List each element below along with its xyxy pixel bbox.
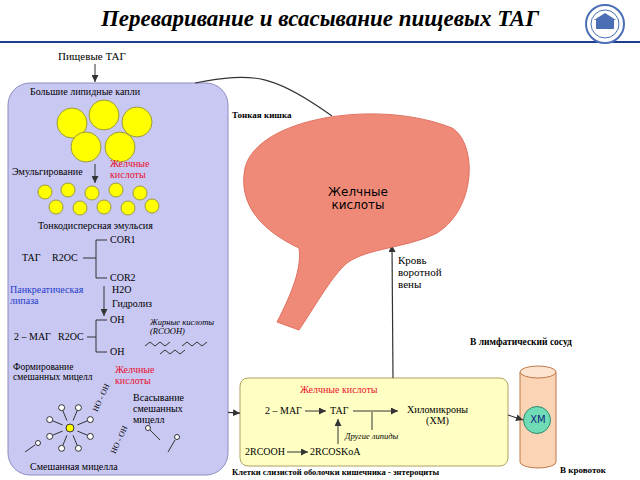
enterocyte-box — [240, 378, 508, 466]
circle-label: ХМ — [524, 414, 552, 425]
process-label: Эмульгирование — [12, 166, 83, 177]
formula-text: 2 – МАГ — [14, 331, 51, 342]
substance-label: Хиломикроны (ХМ) — [400, 404, 475, 426]
process-label: Всасывание смешанных мицелл — [133, 392, 213, 425]
fatty-acids — [145, 342, 207, 354]
enzyme-label: Панкреатическая липаза — [10, 284, 102, 306]
group-label: HO - OH — [92, 383, 113, 414]
lymph-vessel — [520, 366, 556, 468]
organ-outline — [244, 114, 470, 330]
free-micelle-lipids — [25, 426, 180, 453]
organ-name: Тонкая кишка — [232, 111, 291, 121]
lipid-drops — [57, 100, 152, 162]
organ-outline — [237, 98, 472, 333]
input-label: Пищевые ТАГ — [58, 50, 126, 62]
logo — [586, 5, 624, 43]
connector — [228, 412, 240, 414]
formula-text: OH — [110, 346, 124, 357]
title-rule — [0, 41, 640, 43]
formula-text: 2RCOOH — [245, 446, 285, 457]
formula-text: H2O — [112, 284, 131, 295]
process-label: Гидролиз — [112, 298, 152, 309]
organ-label: Желчные кислоты — [322, 186, 394, 212]
arrow — [104, 286, 105, 316]
chylomicron-circle: ХМ — [523, 406, 551, 434]
title: Переваривание и всасывание пищевых ТАГ — [0, 6, 640, 32]
substance-label: Желчные кислоты — [110, 158, 165, 180]
caption: Клетки слизистой оболочки кишечника - эн… — [232, 468, 439, 477]
formula-bonds — [83, 240, 107, 352]
formula-text: R2OC — [52, 252, 78, 263]
arrow — [95, 164, 96, 183]
caption: Смешанная мицелла — [30, 461, 118, 472]
formula-text: OH — [110, 314, 124, 325]
formula-text: R2OC — [58, 331, 84, 342]
formula-text: COR2 — [110, 272, 136, 283]
direction-label: В кровоток — [560, 466, 606, 476]
connector — [508, 415, 523, 420]
intestine-lumen — [8, 83, 228, 475]
enterocyte-arrows — [287, 411, 398, 452]
formula-text: 2RCOSKoA — [310, 446, 361, 457]
substance-label: Желчные кислоты — [300, 384, 378, 395]
emulsion-drops — [38, 183, 159, 215]
process-label: Формирование смешанных мицелл — [13, 362, 97, 383]
formula-text: COR1 — [110, 234, 136, 245]
connector — [392, 245, 393, 378]
substance-label: Другие липиды — [345, 432, 398, 441]
micelle — [47, 405, 94, 452]
enterocyte-box: Желчные кислоты 2 – МАГ ТАГ Хиломикроны (ХМ… — [240, 378, 508, 466]
substance-label: Жирные кислоты (RCOOH) — [150, 318, 224, 337]
vessel-label: Кровь воротной вены — [398, 254, 454, 290]
direction-label: В лимфатический сосуд — [470, 337, 572, 347]
caption: Большие липидные капли — [30, 86, 140, 97]
formula-text: ТАГ — [22, 252, 41, 263]
group-label: HO - OH — [110, 425, 131, 456]
caption: Тонкодисперсная эмульсия — [38, 220, 153, 231]
substance-label: 2 – МАГ — [265, 405, 302, 416]
liver-shape: Желчные кислоты — [237, 98, 472, 333]
substance-label: ТАГ — [330, 405, 349, 416]
substance-label: Желчные кислоты — [115, 364, 170, 386]
intestine-panel: Большие липидные каплиЭмульгированиеЖелч… — [8, 83, 228, 475]
arrow — [95, 64, 96, 82]
